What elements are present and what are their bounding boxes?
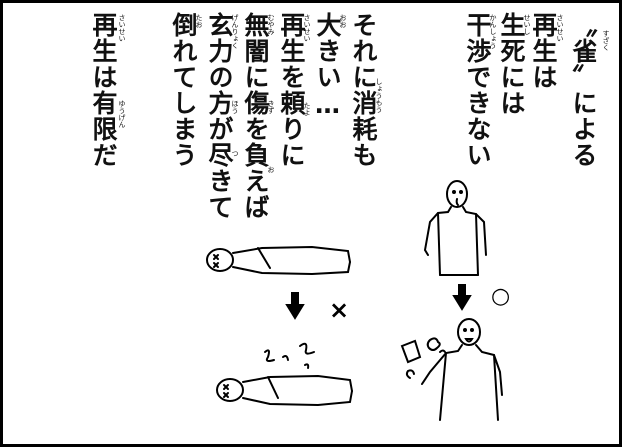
furigana: さいせい — [303, 14, 311, 42]
furigana: しょうもう — [375, 78, 383, 113]
furigana: げんりょく — [231, 14, 239, 49]
down-arrow-icon — [452, 284, 472, 311]
text-column: 生死には — [497, 12, 526, 116]
furigana: おお — [339, 14, 347, 28]
furigana: ゆうげん — [118, 100, 126, 128]
furigana: ほう — [231, 100, 239, 114]
lying-figure-icon — [206, 245, 351, 276]
furigana: むやみ — [267, 14, 275, 35]
text-column: 再生は — [529, 12, 558, 90]
text-column: 倒れてしまう — [169, 12, 198, 168]
text-column: 無闇に傷を負えば — [241, 12, 270, 220]
furigana: さいせい — [118, 14, 126, 42]
furigana: きず — [267, 100, 275, 114]
furigana: さいせい — [556, 14, 564, 42]
furigana: すざく — [602, 30, 610, 51]
text-column: 玄力の方が尽きて — [205, 12, 234, 220]
furigana: かんしょう — [489, 14, 497, 49]
furigana: お — [267, 166, 275, 173]
furigana: たお — [195, 14, 203, 28]
text-column: 再生を頼りに — [277, 12, 306, 168]
standing-figure-icon — [423, 180, 487, 276]
text-column: 再生は有限だ — [89, 12, 118, 168]
text-column: 〝雀〟による — [569, 12, 598, 168]
cross-mark: × — [329, 296, 350, 324]
text-column: 大きい… — [313, 12, 342, 120]
furigana: たよ — [303, 102, 311, 116]
bleeding-figure-icon — [400, 318, 503, 421]
circle-mark: ○ — [491, 284, 511, 309]
text-column: 干渉できない — [463, 12, 492, 168]
lying-figure-icon — [216, 342, 353, 407]
furigana: せいし — [523, 14, 531, 35]
text-column: それに消耗も — [349, 12, 378, 168]
down-arrow-icon — [285, 292, 305, 320]
furigana: つ — [231, 150, 239, 157]
